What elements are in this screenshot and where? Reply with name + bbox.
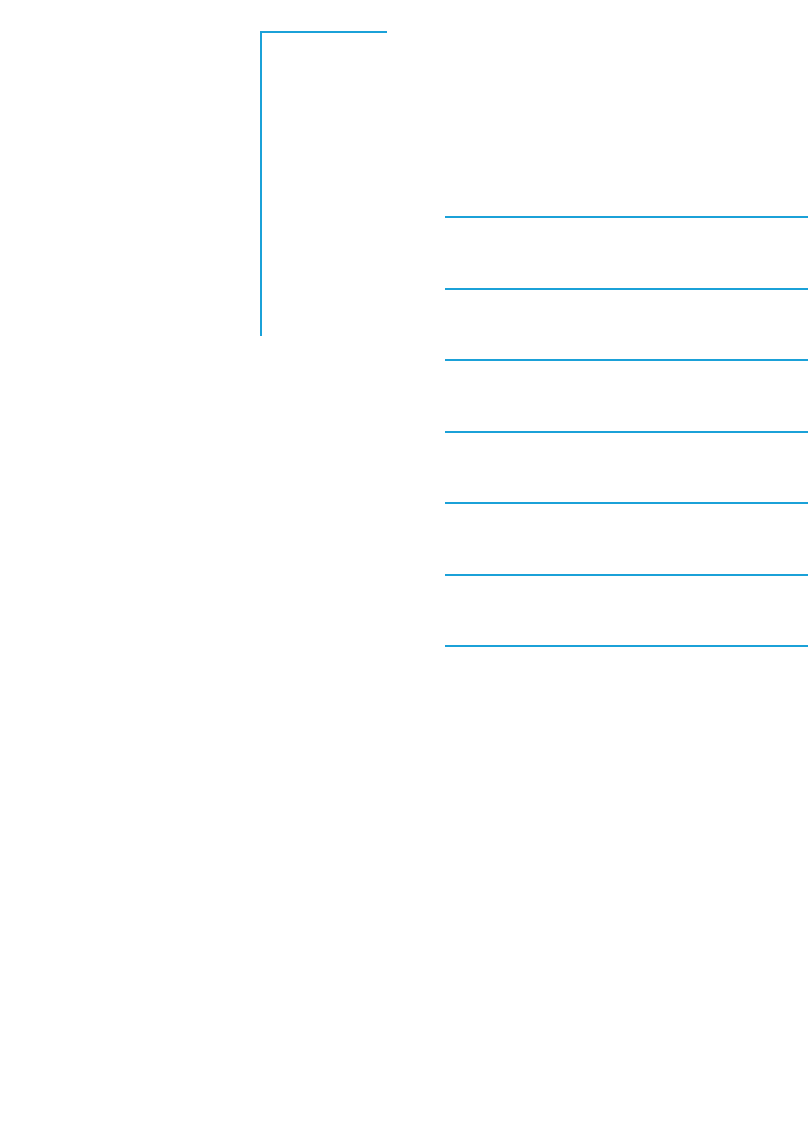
ruled-line	[445, 573, 808, 576]
ruled-line	[445, 216, 808, 218]
ruled-line	[445, 430, 808, 433]
corner-bracket-decoration	[260, 31, 387, 336]
ruled-line	[445, 502, 808, 504]
ruled-line	[445, 645, 808, 647]
ruled-lines	[445, 216, 808, 647]
ruled-line	[445, 359, 808, 361]
ruled-line	[445, 287, 808, 290]
